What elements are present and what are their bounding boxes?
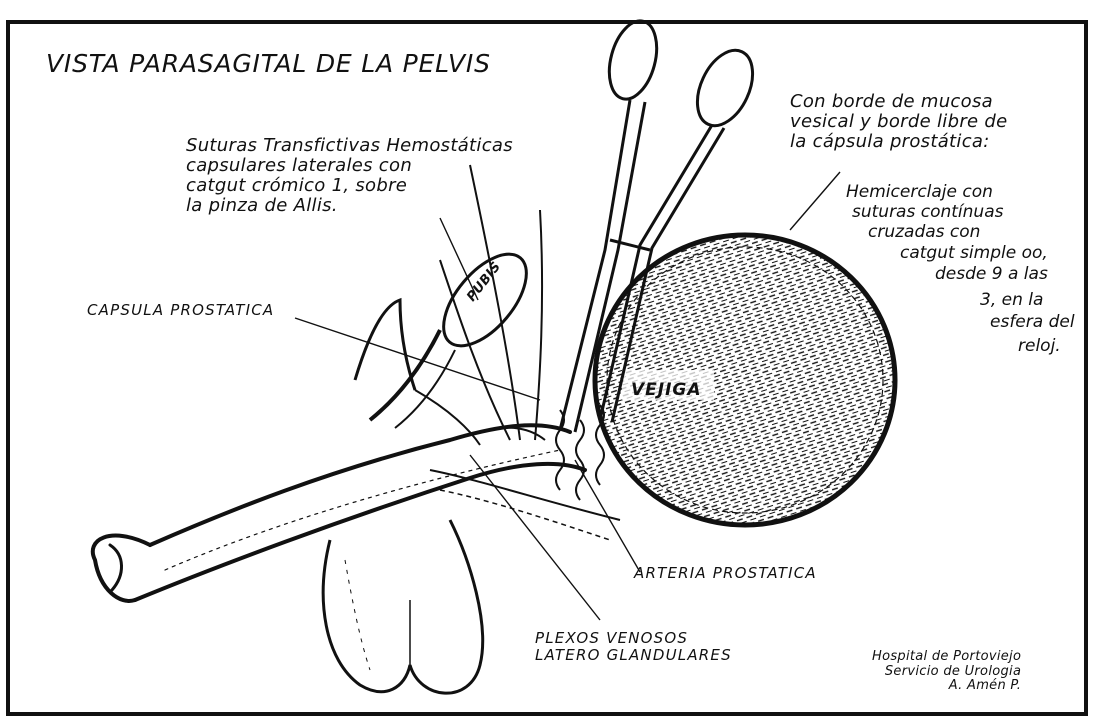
mucosa-note: Con borde de mucosa vesical y borde libr…	[790, 92, 1008, 152]
hemicerclaje-line: 3, en la	[980, 290, 1043, 310]
pubis	[370, 240, 542, 428]
figure-title: VISTA PARASAGITAL DE LA PELVIS	[46, 50, 491, 78]
hemicerclaje-line: Hemicerclaje con	[846, 182, 993, 202]
credit-block: Hospital de Portoviejo Servicio de Urolo…	[872, 650, 1021, 694]
hemicerclaje-line: esfera del	[990, 312, 1075, 332]
plexos-venosos-label: PLEXOS VENOSOS LATERO GLANDULARES	[535, 630, 732, 664]
sutures-note: Suturas Transfictivas Hemostáticas capsu…	[186, 136, 513, 217]
capsula-prostatica-label: CAPSULA PROSTATICA	[87, 302, 274, 319]
penis	[93, 425, 585, 601]
arteria-prostatica-label: ARTERIA PROSTATICA	[634, 565, 817, 582]
hemicerclaje-line: reloj.	[1018, 336, 1061, 356]
hemicerclaje-line: desde 9 a las	[935, 264, 1048, 284]
hemicerclaje-line: suturas contínuas	[852, 202, 1003, 222]
scrotum	[323, 520, 482, 693]
hemicerclaje-line: catgut simple oo,	[900, 243, 1048, 263]
vejiga-label: VEJIGA	[631, 381, 702, 400]
hemicerclaje-line: cruzadas con	[868, 222, 980, 242]
